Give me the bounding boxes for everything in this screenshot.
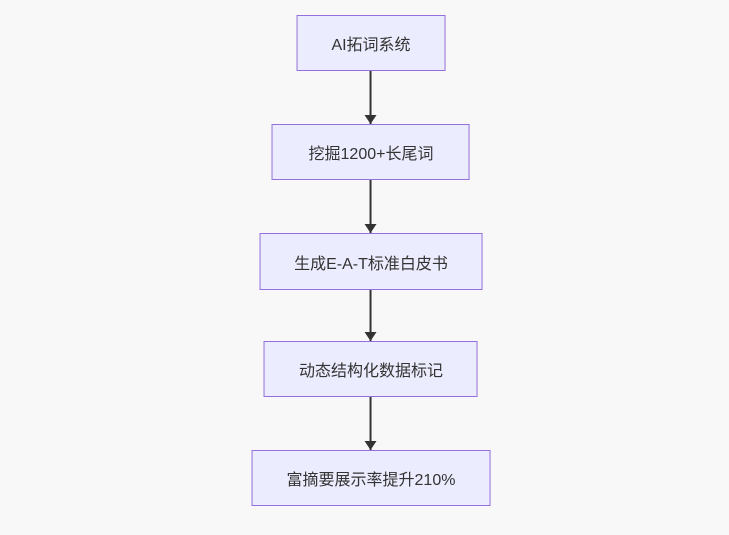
flow-arrow-3 bbox=[365, 290, 377, 341]
flow-node-eat-whitepaper: 生成E-A-T标准白皮书 bbox=[259, 233, 483, 290]
flow-node-label: 动态结构化数据标记 bbox=[298, 363, 443, 380]
arrow-down-icon bbox=[365, 115, 377, 124]
flow-node-longtail-keywords: 挖掘1200+长尾词 bbox=[272, 124, 470, 180]
arrow-down-icon bbox=[365, 441, 377, 450]
flow-node-rich-snippet-result: 富摘要展示率提升210% bbox=[251, 450, 491, 506]
flow-node-structured-data-markup: 动态结构化数据标记 bbox=[263, 341, 478, 397]
flow-arrow-2 bbox=[365, 180, 377, 233]
flow-node-label: 富摘要展示率提升210% bbox=[286, 472, 456, 489]
flow-node-label: 挖掘1200+长尾词 bbox=[308, 146, 434, 163]
arrow-down-icon bbox=[365, 332, 377, 341]
flow-node-ai-expansion-system: AI拓词系统 bbox=[296, 15, 446, 71]
flow-node-label: 生成E-A-T标准白皮书 bbox=[294, 255, 448, 273]
flow-arrow-1 bbox=[365, 71, 377, 124]
flowchart-column: AI拓词系统 挖掘1200+长尾词 生成E-A-T标准白皮书 动态结构化数据标记… bbox=[251, 15, 491, 506]
arrow-down-icon bbox=[365, 224, 377, 233]
flow-node-label: AI拓词系统 bbox=[331, 37, 411, 54]
flow-arrow-4 bbox=[365, 397, 377, 450]
